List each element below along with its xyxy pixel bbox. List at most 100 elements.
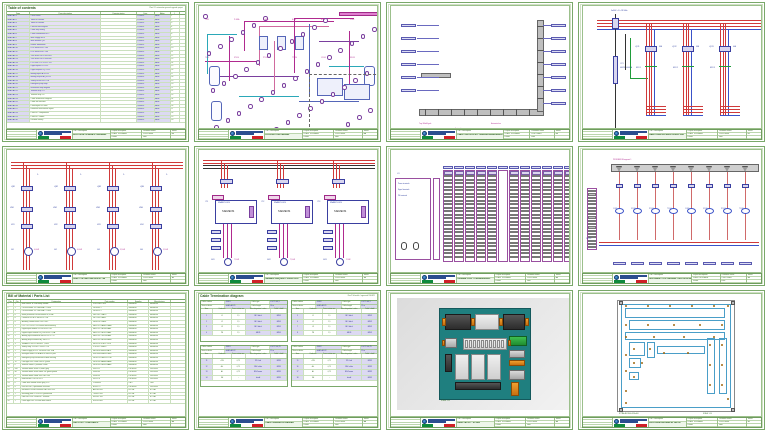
terminal[interactable] xyxy=(588,242,596,246)
terminal-block[interactable] xyxy=(509,170,519,262)
title-block[interactable]: Title / Description ELECTRICAL SCHEMATIC… xyxy=(5,129,186,140)
terminal[interactable] xyxy=(455,192,463,195)
terminal[interactable] xyxy=(466,217,474,220)
terminal[interactable] xyxy=(532,252,540,255)
terminal[interactable] xyxy=(444,213,452,216)
terminal[interactable] xyxy=(521,255,529,258)
terminal-block[interactable] xyxy=(465,170,475,262)
terminal[interactable] xyxy=(565,206,569,209)
terminal[interactable] xyxy=(543,231,551,234)
terminal[interactable] xyxy=(488,245,496,248)
terminal[interactable] xyxy=(532,175,540,178)
terminal[interactable] xyxy=(466,210,474,213)
terminal[interactable] xyxy=(565,241,569,244)
terminal[interactable] xyxy=(521,241,529,244)
title-block[interactable]: Title / Description MAIN POWER DISTRIBUT… xyxy=(581,129,762,140)
field-device-tag[interactable]: TT-108 xyxy=(739,262,752,265)
tray-tag[interactable]: TR-06 xyxy=(401,89,416,92)
terminal[interactable] xyxy=(521,220,529,223)
terminal[interactable] xyxy=(521,234,529,237)
terminal[interactable] xyxy=(543,245,551,248)
terminal[interactable] xyxy=(444,182,452,185)
field-device-tag[interactable]: PT-107 xyxy=(721,262,734,265)
terminal[interactable] xyxy=(521,248,529,251)
terminal[interactable] xyxy=(554,206,562,209)
terminal[interactable] xyxy=(543,192,551,195)
terminal[interactable] xyxy=(588,229,596,232)
terminal[interactable] xyxy=(543,220,551,223)
terminal[interactable] xyxy=(444,196,452,199)
terminal-block[interactable] xyxy=(520,170,530,262)
terminal[interactable] xyxy=(554,227,562,230)
terminal[interactable] xyxy=(477,206,485,209)
terminal[interactable] xyxy=(455,210,463,213)
terminal[interactable] xyxy=(543,185,551,188)
terminal[interactable] xyxy=(532,255,540,258)
terminal[interactable] xyxy=(455,220,463,223)
terminal[interactable] xyxy=(543,178,551,181)
terminal[interactable] xyxy=(444,199,452,202)
terminal[interactable] xyxy=(565,220,569,223)
terminal[interactable] xyxy=(488,189,496,192)
terminal[interactable] xyxy=(532,213,540,216)
terminal[interactable] xyxy=(565,175,569,178)
terminal[interactable] xyxy=(532,185,540,188)
terminal[interactable] xyxy=(588,203,596,206)
terminal[interactable] xyxy=(455,178,463,181)
terminal[interactable] xyxy=(477,192,485,195)
terminal[interactable] xyxy=(554,175,562,178)
terminal[interactable] xyxy=(543,206,551,209)
terminal[interactable] xyxy=(488,220,496,223)
terminal[interactable] xyxy=(466,241,474,244)
terminal[interactable] xyxy=(554,192,562,195)
terminal[interactable] xyxy=(588,236,596,239)
terminal-block[interactable] xyxy=(531,170,541,262)
terminal[interactable] xyxy=(455,227,463,230)
terminal[interactable] xyxy=(588,232,596,236)
terminal[interactable] xyxy=(565,213,569,216)
terminal[interactable] xyxy=(444,224,452,227)
tray-tag[interactable]: TR-04 xyxy=(401,63,416,66)
terminal[interactable] xyxy=(510,203,518,206)
terminal[interactable] xyxy=(444,217,452,220)
terminal[interactable] xyxy=(565,217,569,220)
terminal[interactable] xyxy=(532,248,540,251)
terminal[interactable] xyxy=(488,252,496,255)
field-device-tag[interactable]: TT-104 xyxy=(667,262,680,265)
terminal[interactable] xyxy=(444,178,452,181)
terminal[interactable] xyxy=(532,210,540,213)
terminal[interactable] xyxy=(488,196,496,199)
terminal[interactable] xyxy=(543,199,551,202)
terminal[interactable] xyxy=(455,248,463,251)
terminal[interactable] xyxy=(543,213,551,216)
terminal[interactable] xyxy=(477,245,485,248)
terminal[interactable] xyxy=(466,175,474,178)
terminal[interactable] xyxy=(466,178,474,181)
terminal[interactable] xyxy=(521,252,529,255)
terminal[interactable] xyxy=(444,206,452,209)
terminal[interactable] xyxy=(532,178,540,181)
terminal[interactable] xyxy=(455,255,463,258)
terminal[interactable] xyxy=(444,210,452,213)
terminal[interactable] xyxy=(554,182,562,185)
terminal[interactable] xyxy=(521,217,529,220)
title-block[interactable]: Title / Description PROCESS FLOW DIAGRAM… xyxy=(197,129,378,140)
terminal[interactable] xyxy=(543,255,551,258)
